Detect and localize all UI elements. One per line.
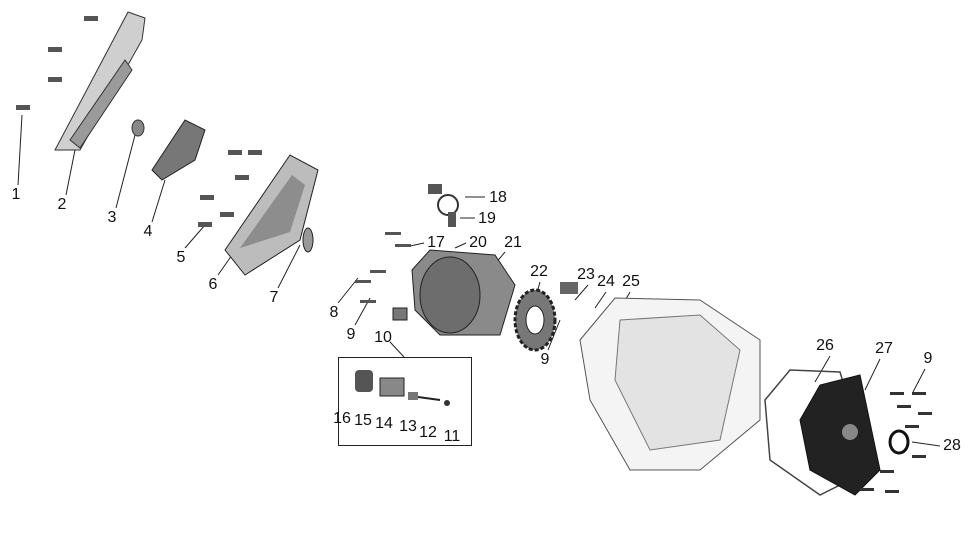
callout-9b: 9 — [540, 351, 550, 368]
detail-inset-box — [338, 357, 472, 446]
callout-26: 26 — [816, 337, 834, 354]
callout-2: 2 — [57, 196, 67, 213]
callout-20: 20 — [469, 234, 487, 251]
callout-15: 15 — [354, 412, 372, 429]
callout-3: 3 — [107, 209, 117, 226]
callout-23: 23 — [577, 266, 595, 283]
callout-18: 18 — [489, 189, 507, 206]
callout-22: 22 — [530, 263, 548, 280]
callout-19: 19 — [478, 210, 496, 227]
callout-9: 9 — [346, 326, 356, 343]
callout-13: 13 — [399, 418, 417, 435]
callout-14: 14 — [375, 415, 393, 432]
callout-11: 11 — [443, 428, 461, 445]
callout-10: 10 — [374, 329, 392, 346]
callout-21: 21 — [504, 234, 522, 251]
callout-27: 27 — [875, 340, 893, 357]
callout-1: 1 — [11, 186, 21, 203]
callout-8: 8 — [329, 304, 339, 321]
callout-12: 12 — [419, 424, 437, 441]
callout-6: 6 — [208, 276, 218, 293]
callout-9c: 9 — [923, 350, 933, 367]
callout-24: 24 — [597, 273, 615, 290]
callout-25: 25 — [622, 273, 640, 290]
callout-5: 5 — [176, 249, 186, 266]
callout-17: 17 — [427, 234, 445, 251]
callout-4: 4 — [143, 223, 153, 240]
callout-28: 28 — [943, 437, 961, 454]
callout-16: 16 — [333, 410, 351, 427]
callout-7: 7 — [269, 289, 279, 306]
